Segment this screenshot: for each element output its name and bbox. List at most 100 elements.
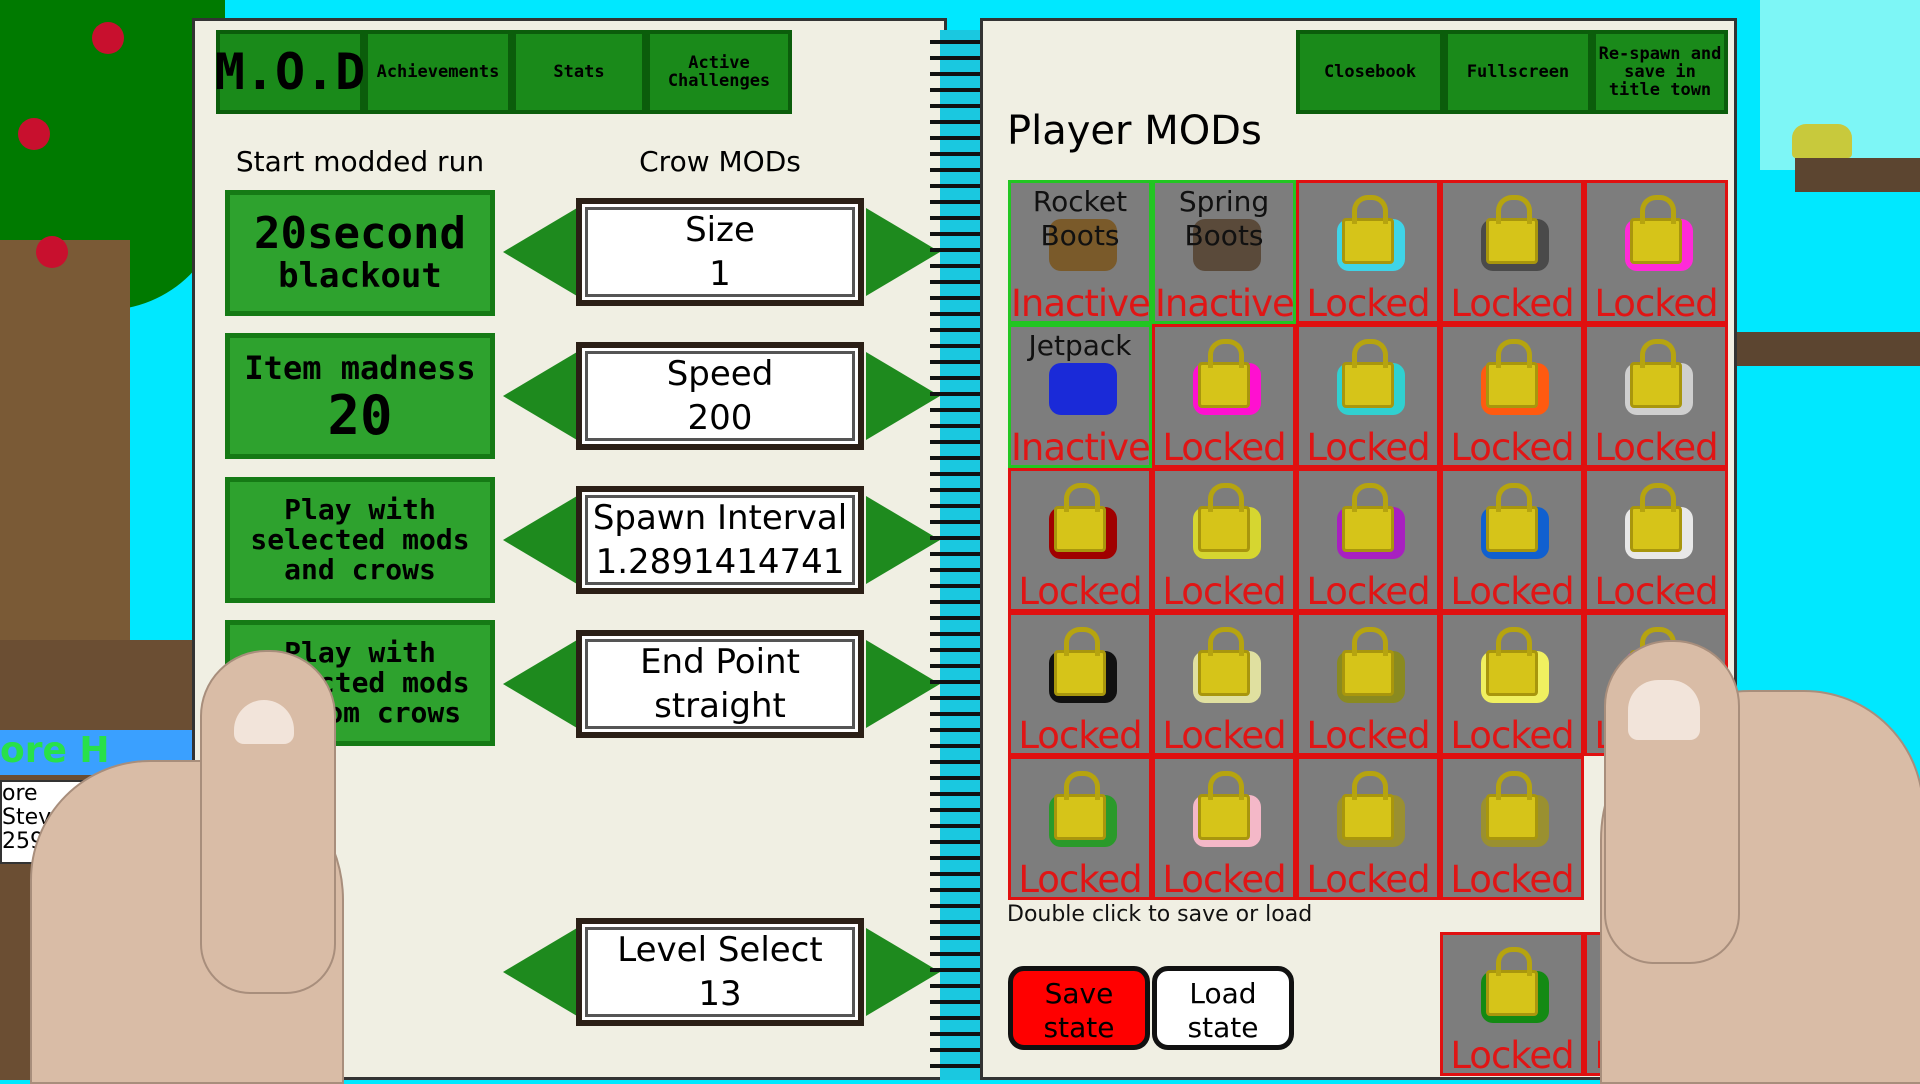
- tab-mod[interactable]: M.O.D: [215, 30, 365, 114]
- lock-icon: [1054, 626, 1106, 696]
- mod-status: Locked: [1162, 570, 1286, 612]
- lock-icon: [1630, 338, 1682, 408]
- mod-status: Locked: [1450, 282, 1574, 324]
- mod-slot[interactable]: Locked: [1152, 468, 1296, 612]
- lock-icon: [1486, 626, 1538, 696]
- play-selected-mods-crows-button[interactable]: Play with selected mods and crows: [225, 477, 495, 603]
- mod-status: Locked: [1450, 714, 1574, 756]
- end-point-increase-arrow-icon[interactable]: [866, 640, 940, 728]
- mod-status: Locked: [1306, 282, 1430, 324]
- lock-icon: [1198, 338, 1250, 408]
- mod-status: Inactive: [1011, 426, 1150, 468]
- closebook-button[interactable]: Closebook: [1296, 30, 1444, 114]
- mod-slot[interactable]: Locked: [1008, 612, 1152, 756]
- mod-slot[interactable]: Locked: [1440, 180, 1584, 324]
- setting-value: 13: [698, 974, 742, 1014]
- mod-status: Locked: [1162, 426, 1286, 468]
- score-banner-text: ore H: [0, 730, 110, 771]
- lock-icon: [1342, 338, 1394, 408]
- spawn-interval-increase-arrow-icon[interactable]: [866, 496, 940, 584]
- mod-slot[interactable]: Locked: [1152, 612, 1296, 756]
- lock-icon: [1054, 770, 1106, 840]
- tab-achievements[interactable]: Achievements: [364, 30, 512, 114]
- tab-stats[interactable]: Stats: [512, 30, 646, 114]
- save-load-hint: Double click to save or load: [1007, 902, 1313, 927]
- mod-status: Locked: [1450, 1034, 1574, 1076]
- start-modded-run-header: Start modded run: [235, 145, 485, 178]
- level-decrease-arrow-icon[interactable]: [503, 928, 577, 1016]
- speed-increase-arrow-icon[interactable]: [866, 352, 940, 440]
- mod-slot[interactable]: Locked: [1296, 468, 1440, 612]
- size-decrease-arrow-icon[interactable]: [503, 208, 577, 296]
- mod-status: Locked: [1018, 570, 1142, 612]
- mod-slot[interactable]: Locked: [1584, 180, 1728, 324]
- mod-slot[interactable]: Locked: [1296, 756, 1440, 900]
- run-label: blackout: [278, 256, 442, 296]
- run-label: and crows: [284, 553, 436, 586]
- mod-status: Locked: [1018, 858, 1142, 900]
- mod-slot[interactable]: Locked: [1440, 324, 1584, 468]
- mod-slot[interactable]: Locked: [1152, 756, 1296, 900]
- left-thumbnail: [234, 700, 294, 744]
- mod-status: Locked: [1450, 570, 1574, 612]
- mod-slot[interactable]: Locked: [1584, 468, 1728, 612]
- right-thumbnail: [1628, 680, 1700, 740]
- setting-name: End Point: [640, 642, 800, 682]
- run-label: 20second: [254, 208, 466, 259]
- save-state-button[interactable]: Save state: [1008, 966, 1150, 1050]
- wooden-shelf: [1795, 158, 1920, 192]
- mod-slot[interactable]: Locked: [1008, 756, 1152, 900]
- mod-status: Locked: [1018, 714, 1142, 756]
- setting-value: 1.2891414741: [595, 542, 845, 582]
- run-label: Play with: [284, 493, 436, 526]
- mod-status: Locked: [1594, 426, 1718, 468]
- mod-slot[interactable]: Locked: [1440, 756, 1584, 900]
- run-label: 20: [327, 384, 393, 447]
- run-label: selected mods: [250, 523, 470, 556]
- setting-value: 1: [709, 254, 731, 294]
- mod-status: Inactive: [1155, 282, 1294, 324]
- mod-status: Locked: [1450, 858, 1574, 900]
- mod-slot[interactable]: Locked: [1440, 612, 1584, 756]
- tab-active-challenges[interactable]: Active Challenges: [646, 30, 792, 114]
- mod-status: Inactive: [1011, 282, 1150, 324]
- mod-status: Locked: [1306, 570, 1430, 612]
- mod-slot[interactable]: Locked: [1296, 612, 1440, 756]
- setting-name: Spawn Interval: [592, 498, 848, 538]
- spawn-interval-decrease-arrow-icon[interactable]: [503, 496, 577, 584]
- load-state-button[interactable]: Load state: [1152, 966, 1294, 1050]
- respawn-save-button[interactable]: Re-spawn and save in title town: [1592, 30, 1728, 114]
- setting-name: Level Select: [617, 930, 823, 970]
- mod-slot[interactable]: Locked: [1152, 324, 1296, 468]
- level-increase-arrow-icon[interactable]: [866, 928, 940, 1016]
- size-increase-arrow-icon[interactable]: [866, 208, 940, 296]
- run-20-second-blackout-button[interactable]: 20second blackout: [225, 190, 495, 316]
- teapot-icon: [1792, 124, 1852, 158]
- mod-status: Locked: [1162, 714, 1286, 756]
- mod-slot[interactable]: Locked: [1296, 324, 1440, 468]
- setting-name: Size: [685, 210, 755, 250]
- run-item-madness-button[interactable]: Item madness 20: [225, 333, 495, 459]
- mod-status: Locked: [1306, 714, 1430, 756]
- score-line: ore: [2, 781, 38, 806]
- mod-name: Rocket Boots: [1032, 185, 1128, 252]
- lock-icon: [1198, 626, 1250, 696]
- jetpack-icon: [1049, 363, 1117, 415]
- mod-slot[interactable]: Locked: [1440, 932, 1584, 1076]
- fullscreen-button[interactable]: Fullscreen: [1444, 30, 1592, 114]
- speed-decrease-arrow-icon[interactable]: [503, 352, 577, 440]
- mod-status: Locked: [1162, 858, 1286, 900]
- mod-slot[interactable]: Locked: [1296, 180, 1440, 324]
- setting-name: Speed: [666, 354, 774, 394]
- mod-slot[interactable]: Locked: [1440, 468, 1584, 612]
- crow-spawn-interval-display: Spawn Interval 1.2891414741: [576, 486, 864, 594]
- end-point-decrease-arrow-icon[interactable]: [503, 640, 577, 728]
- mod-slot[interactable]: Locked: [1008, 468, 1152, 612]
- setting-value: straight: [654, 686, 786, 726]
- player-mods-title: Player MODs: [1007, 108, 1262, 154]
- lock-icon: [1486, 770, 1538, 840]
- mod-slot[interactable]: Locked: [1584, 324, 1728, 468]
